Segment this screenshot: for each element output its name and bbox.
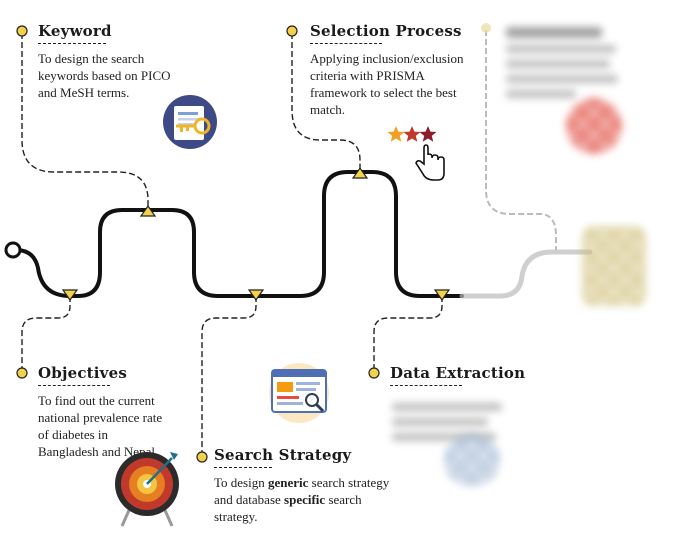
stage-extraction: Data Extraction <box>390 364 570 392</box>
keyword-dot <box>16 25 28 37</box>
keyword-title: Keyword <box>38 22 112 40</box>
extraction-underline <box>390 385 462 386</box>
extraction-title: Data Extraction <box>390 364 526 382</box>
search-title: Search Strategy <box>214 446 352 464</box>
keyword-marker <box>139 204 157 217</box>
browser-search-icon <box>269 363 329 423</box>
keyword-underline <box>38 43 106 44</box>
selection-description: Applying inclusion/exclusion criteria wi… <box>310 51 464 117</box>
objectives-marker <box>61 289 79 302</box>
objectives-dot <box>16 367 28 379</box>
start-ring <box>4 241 22 259</box>
target-arrow-icon <box>115 452 179 527</box>
keyword-description: To design the search keywords based on P… <box>38 51 171 100</box>
search-marker <box>247 289 265 302</box>
selection-marker <box>351 166 369 179</box>
extraction-marker <box>433 289 451 302</box>
document-key-icon <box>163 95 217 149</box>
objectives-title: Objectives <box>38 364 127 382</box>
blurred-image-icon <box>582 226 646 306</box>
objectives-description: To find out the current national prevale… <box>38 393 163 459</box>
selection-title: Selection Process <box>310 22 462 40</box>
stage-selection: Selection Process Applying inclusion/exc… <box>310 22 480 118</box>
selection-leader-line <box>291 33 361 172</box>
search-desc-bold-1: generic <box>267 475 309 490</box>
extraction-description-blurred <box>392 396 512 448</box>
stage-objectives: Objectives To find out the current natio… <box>38 364 168 460</box>
roadmap-path-faded <box>459 249 593 299</box>
search-description: To design generic search strategy and da… <box>214 474 394 525</box>
stage-search: Search Strategy To design generic search… <box>214 446 394 525</box>
search-underline <box>214 467 272 468</box>
stage-keyword: Keyword To design the search keywords ba… <box>38 22 188 101</box>
search-desc-part-1: To design <box>214 475 268 490</box>
objectives-underline <box>38 385 110 386</box>
search-desc-part-2: search strategy and database <box>214 475 390 507</box>
stage-blurred-description <box>506 20 626 105</box>
extraction-leader-line <box>373 296 443 372</box>
objectives-leader-line <box>21 296 71 372</box>
faded-dot <box>481 23 491 33</box>
keyword-leader-line <box>21 33 149 212</box>
search-dot <box>196 451 208 463</box>
search-leader-line <box>201 296 257 456</box>
blurred-image-icon <box>566 98 622 154</box>
selection-underline <box>310 43 382 44</box>
roadmap-path <box>14 170 464 298</box>
search-desc-bold-2: specific <box>284 492 326 507</box>
extraction-dot <box>368 367 380 379</box>
search-desc-part-3: search strategy. <box>214 492 362 524</box>
selection-dot <box>286 25 298 37</box>
star-rating-hand-icon <box>387 126 445 181</box>
blurred-image-icon <box>444 434 500 486</box>
